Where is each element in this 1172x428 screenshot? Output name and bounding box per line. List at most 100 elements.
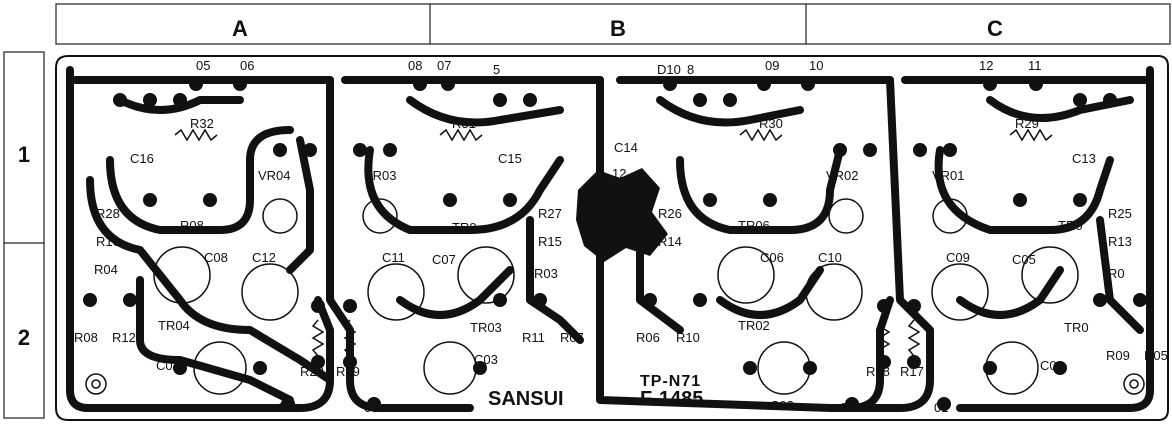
- column-header-b: B: [610, 16, 626, 41]
- component-label: VR01: [932, 168, 965, 183]
- component-label: C13: [1072, 151, 1096, 166]
- solder-pad: [1073, 93, 1087, 107]
- solder-pad: [643, 293, 657, 307]
- component-label: 5: [493, 62, 500, 77]
- solder-pad: [303, 143, 317, 157]
- component-label: TR04: [158, 318, 190, 333]
- component-label: R13: [1108, 234, 1132, 249]
- solder-pad: [803, 361, 817, 375]
- component-label: 05: [196, 58, 210, 73]
- component-label: R29: [1015, 116, 1039, 131]
- solder-pad: [123, 293, 137, 307]
- component-label: C07: [432, 252, 456, 267]
- component-label: 08: [408, 58, 422, 73]
- component-label: 02: [840, 400, 854, 415]
- component-label: R30: [759, 116, 783, 131]
- row-header-2: 2: [18, 325, 30, 350]
- solder-pad: [493, 293, 507, 307]
- solder-pad: [983, 361, 997, 375]
- solder-pad: [443, 193, 457, 207]
- solder-pad: [113, 93, 127, 107]
- component-label: R16: [96, 234, 120, 249]
- component-label: R04: [94, 262, 118, 277]
- solder-pad: [845, 397, 859, 411]
- solder-pad: [203, 193, 217, 207]
- solder-pad: [533, 293, 547, 307]
- solder-pad: [143, 193, 157, 207]
- component-label: R17: [900, 364, 924, 379]
- component-label: C06: [760, 250, 784, 265]
- board-outline: [55, 55, 1169, 421]
- component-label: D10: [657, 62, 681, 77]
- component-label: R03: [534, 266, 558, 281]
- component-label: R0: [1108, 266, 1125, 281]
- component-label: C04: [156, 358, 180, 373]
- component-label: 11: [1028, 58, 1042, 73]
- component-label: R05: [1144, 348, 1168, 363]
- solder-pad: [877, 355, 891, 369]
- solder-pad: [441, 77, 455, 91]
- component-label: C03: [474, 352, 498, 367]
- component-label: 8: [687, 62, 694, 77]
- component-label: VR02: [826, 168, 859, 183]
- solder-pad: [801, 77, 815, 91]
- component-label: C11: [382, 250, 405, 265]
- solder-pad: [877, 299, 891, 313]
- solder-pad: [907, 355, 921, 369]
- component-label: R28: [96, 206, 120, 221]
- solder-pad: [383, 143, 397, 157]
- solder-pad: [1073, 193, 1087, 207]
- row-header-1: 1: [18, 142, 30, 167]
- component-label: R31: [452, 116, 476, 131]
- component-label: R27: [538, 206, 562, 221]
- component-label: 03: [364, 400, 378, 415]
- solder-pad: [1053, 361, 1067, 375]
- component-label: R32: [190, 116, 214, 131]
- solder-pad: [493, 93, 507, 107]
- component-label: 07: [437, 58, 451, 73]
- grid-frame: [3, 3, 1171, 419]
- component-label: 04: [278, 400, 292, 415]
- solder-pad: [343, 299, 357, 313]
- component-label: TR0: [1058, 218, 1083, 233]
- capacitor-outlines: [153, 246, 1079, 395]
- solder-pad: [907, 299, 921, 313]
- solder-pad: [353, 143, 367, 157]
- component-label: C14: [614, 140, 638, 155]
- solder-pad: [1093, 293, 1107, 307]
- component-label: VR04: [258, 168, 291, 183]
- solder-pad: [311, 355, 325, 369]
- component-label: R07: [560, 330, 584, 345]
- component-label: R09: [1106, 348, 1130, 363]
- component-label: 12: [612, 166, 626, 181]
- component-label: 10: [809, 58, 823, 73]
- solder-pad: [173, 361, 187, 375]
- component-label: 01: [934, 400, 948, 415]
- solder-pad: [693, 93, 707, 107]
- column-header-c: C: [987, 16, 1003, 41]
- component-label: R18: [866, 364, 890, 379]
- component-label: R20: [300, 364, 324, 379]
- solder-pad: [663, 77, 677, 91]
- solder-pad: [523, 93, 537, 107]
- component-label: TR02: [738, 318, 770, 333]
- solder-pad: [943, 143, 957, 157]
- component-label: R19: [336, 364, 360, 379]
- solder-pad: [233, 77, 247, 91]
- solder-pad: [983, 77, 997, 91]
- solder-pad: [703, 193, 717, 207]
- solder-pad: [343, 355, 357, 369]
- component-label: C01: [1040, 358, 1064, 373]
- component-label: R06: [636, 330, 660, 345]
- solder-pad: [863, 143, 877, 157]
- component-label: R08: [74, 330, 98, 345]
- board-part-label: F-1485: [640, 388, 703, 410]
- solder-pad: [1103, 93, 1117, 107]
- component-label: C10: [818, 250, 842, 265]
- component-label: VR03: [364, 168, 397, 183]
- component-label: C12: [252, 250, 276, 265]
- component-label: TR03: [470, 320, 502, 335]
- component-label: C08: [204, 250, 228, 265]
